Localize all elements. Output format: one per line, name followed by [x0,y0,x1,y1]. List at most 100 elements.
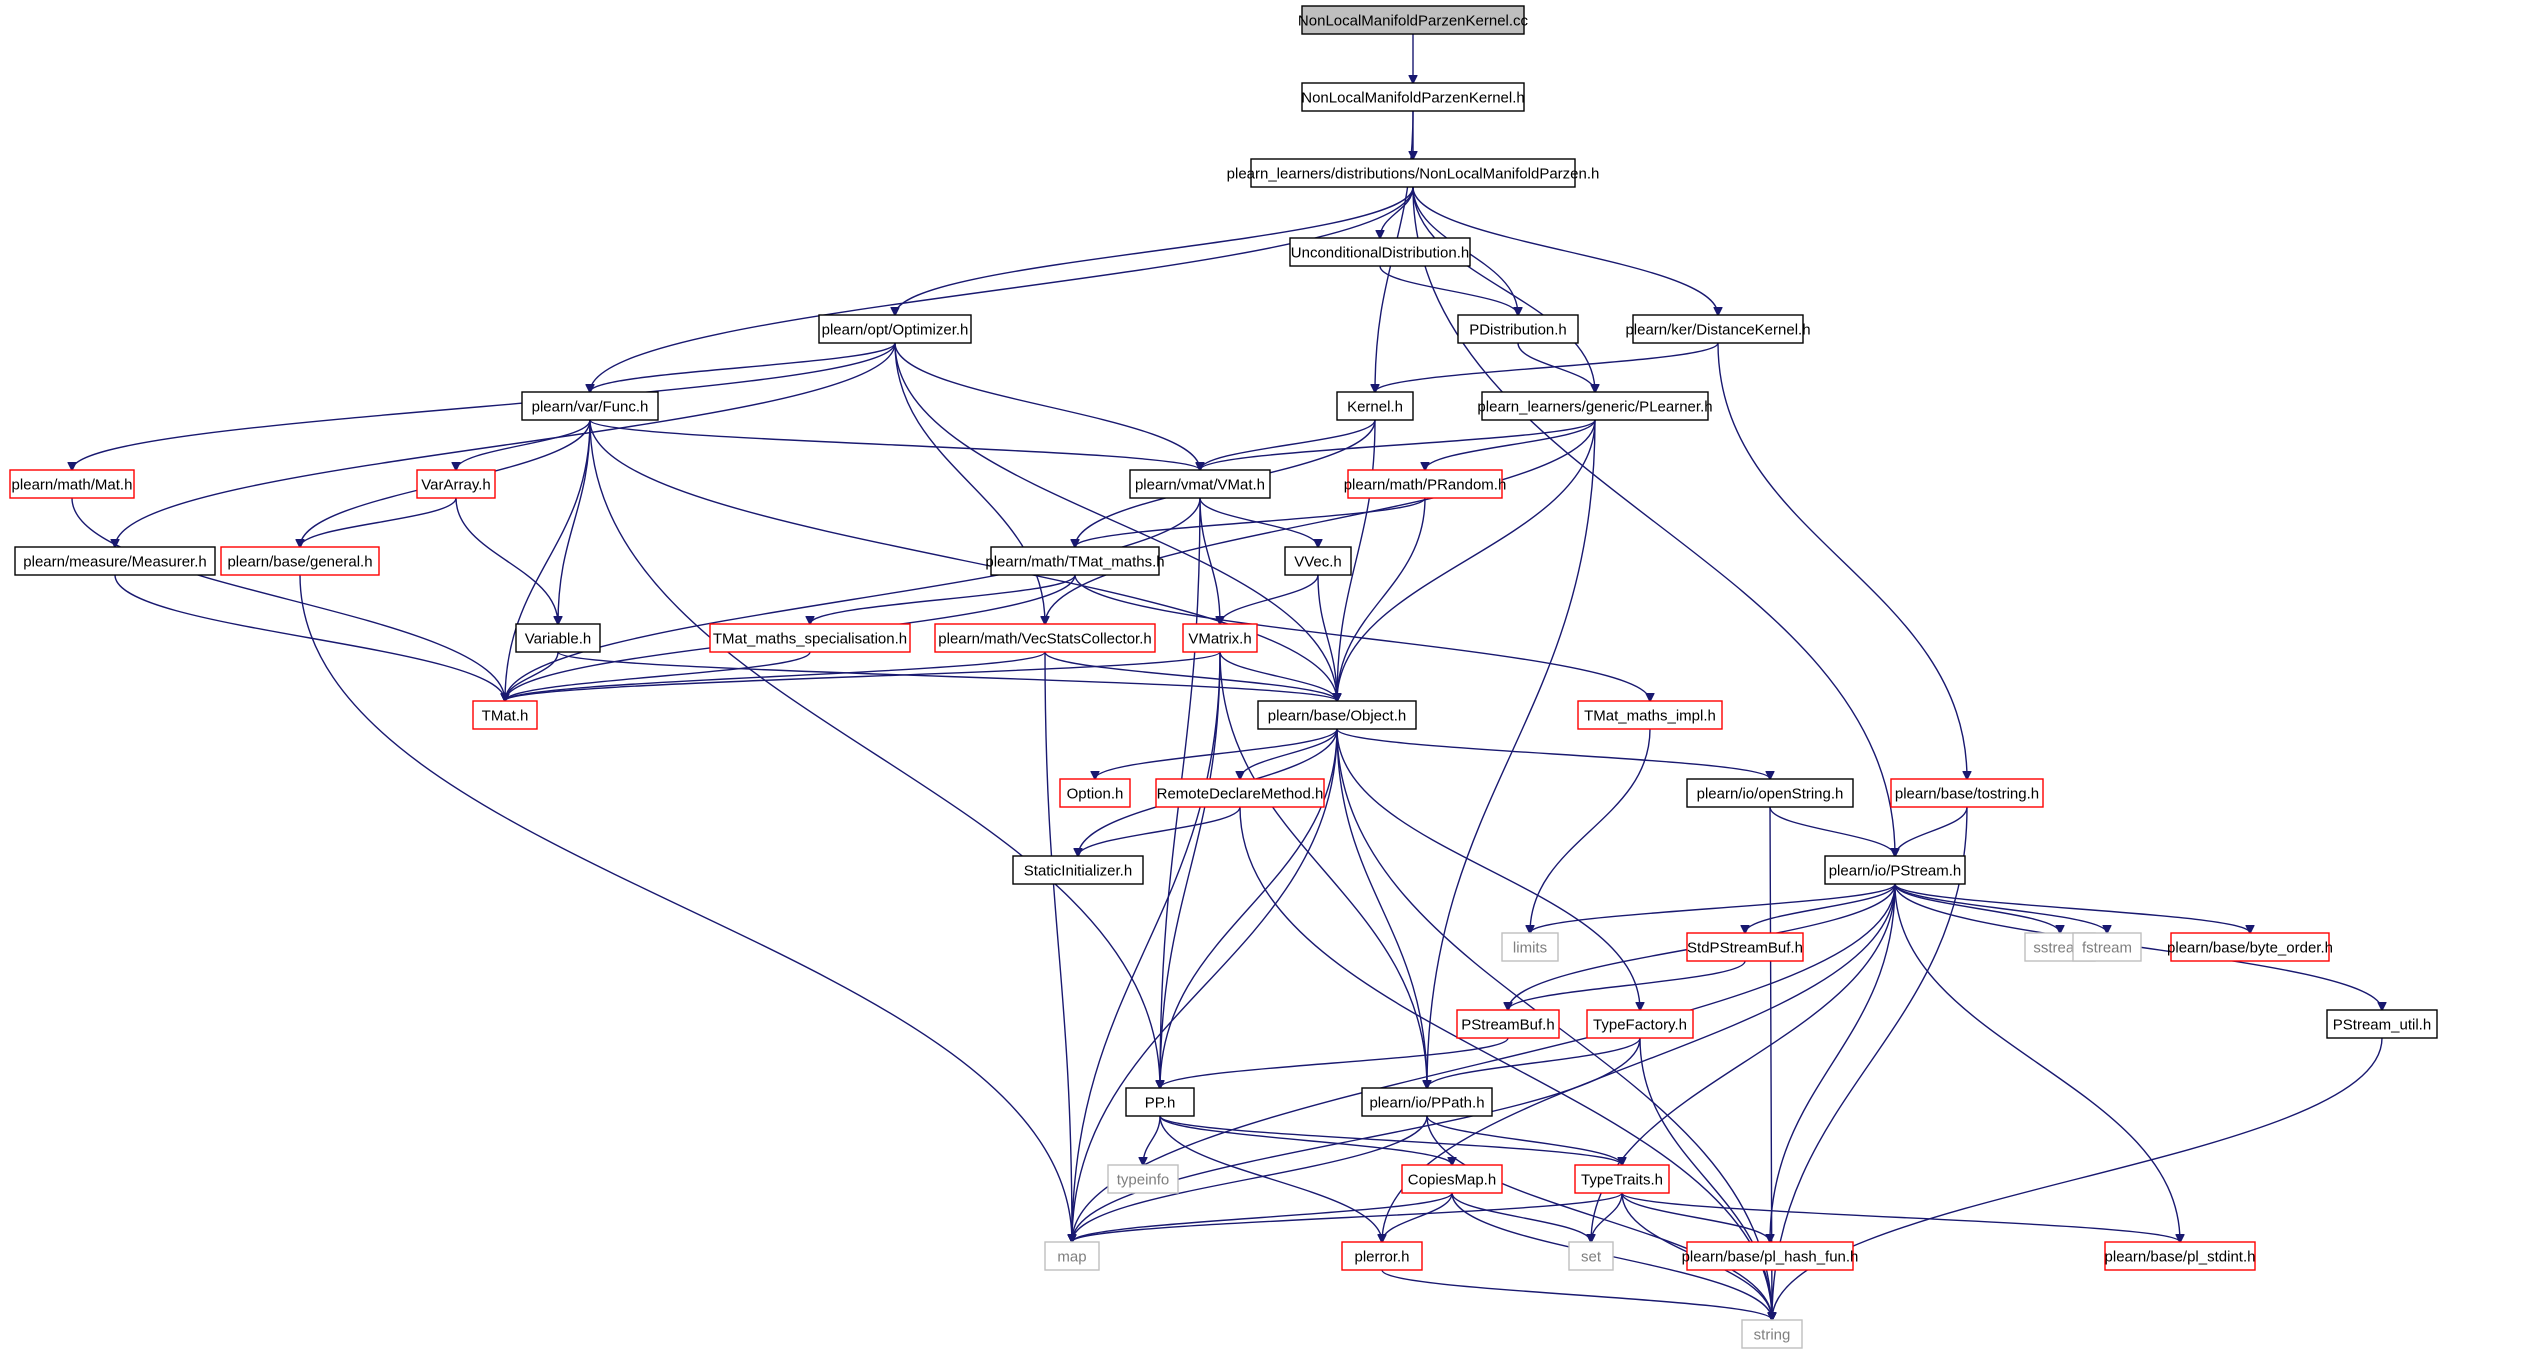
node-typetraits[interactable]: TypeTraits.h [1574,1164,1670,1194]
edge-optimizer-to-vmat [894,342,1200,470]
node-plearner[interactable]: plearn_learners/generic/PLearner.h [1477,391,1713,421]
node-optimizer-box [818,314,972,344]
node-tmatmaths-box [990,546,1160,576]
node-pstreamutil-box [2326,1009,2438,1039]
node-pstreambuf[interactable]: PStreamBuf.h [1456,1009,1560,1039]
node-pp-label: PP.h [1145,1095,1176,1112]
edge-optimizer-to-measurer [115,342,896,547]
node-tmatmaths[interactable]: plearn/math/TMat_maths.h [985,546,1165,576]
edge-func-to-object [589,419,1337,701]
node-hashfun[interactable]: plearn/base/pl_hash_fun.h [1682,1241,1859,1271]
node-measurer[interactable]: plearn/measure/Measurer.h [14,546,216,576]
edge-kernel-to-object [1337,419,1376,701]
node-tmatspec-box [709,623,911,653]
node-remotedecl[interactable]: RemoteDeclareMethod.h [1155,778,1325,808]
node-vmatrix[interactable]: VMatrix.h [1182,623,1258,653]
node-byteorder[interactable]: plearn/base/byte_order.h [2167,932,2333,962]
edge-typetraits-to-stdint [1621,1192,2180,1242]
node-vvec-label: VVec.h [1294,554,1342,571]
edge-pstream-to-fstream [1894,883,2107,933]
node-option[interactable]: Option.h [1059,778,1131,808]
edge-distkernel-to-kernel [1375,342,1719,392]
node-vmat[interactable]: plearn/vmat/VMat.h [1129,469,1271,499]
edge-vararray-to-general [300,497,457,547]
node-typefactory[interactable]: TypeFactory.h [1586,1009,1694,1039]
node-typeinfo-label: typeinfo [1117,1172,1170,1189]
edge-mat-to-tmat [71,497,505,701]
edge-plearner-to-prandom [1425,419,1596,470]
node-hashfun-box [1686,1241,1854,1271]
node-staticinit[interactable]: StaticInitializer.h [1012,855,1144,885]
node-prandom[interactable]: plearn/math/PRandom.h [1344,469,1507,499]
node-hashfun-label: plearn/base/pl_hash_fun.h [1682,1249,1859,1266]
node-vvec[interactable]: VVec.h [1284,546,1352,576]
node-stdpstreambuf[interactable]: StdPStreamBuf.h [1686,932,1804,962]
node-pdist[interactable]: PDistribution.h [1457,314,1579,344]
edge-plerror-to-string [1381,1269,1772,1320]
node-kernel[interactable]: Kernel.h [1336,391,1414,421]
edge-pstream-to-stdint [1894,883,2180,1242]
node-typefactory-label: TypeFactory.h [1593,1017,1687,1034]
node-mat[interactable]: plearn/math/Mat.h [9,469,135,499]
edge-vecstats-to-object [1044,651,1337,701]
node-variable[interactable]: Variable.h [515,623,601,653]
node-tostring[interactable]: plearn/base/tostring.h [1890,778,2044,808]
edge-pstream-to-hashfun [1770,883,1896,1242]
node-limits-label: limits [1513,940,1547,957]
node-tmat-label: TMat.h [482,708,529,725]
node-staticinit-label: StaticInitializer.h [1024,863,1132,880]
node-plerror[interactable]: plerror.h [1341,1241,1423,1271]
node-optimizer[interactable]: plearn/opt/Optimizer.h [818,314,972,344]
node-fstream-box [2072,932,2142,962]
node-variable-label: Variable.h [525,631,591,648]
edge-optimizer-to-vecstats [894,342,1045,624]
node-vararray[interactable]: VarArray.h [416,469,496,499]
node-pstreambuf-box [1456,1009,1560,1039]
node-set-label: set [1581,1249,1602,1266]
node-tmatimpl[interactable]: TMat_maths_impl.h [1577,700,1723,730]
node-map-label: map [1057,1249,1086,1266]
edge-prandom-to-object [1337,497,1426,701]
node-vecstats[interactable]: plearn/math/VecStatsCollector.h [934,623,1156,653]
node-pp[interactable]: PP.h [1125,1087,1195,1117]
node-stdint[interactable]: plearn/base/pl_stdint.h [2104,1241,2256,1271]
node-typefactory-box [1586,1009,1694,1039]
node-pstream[interactable]: plearn/io/PStream.h [1824,855,1966,885]
edge-pstream-to-sstream [1894,883,2060,933]
node-vmat-box [1129,469,1271,499]
node-general[interactable]: plearn/base/general.h [220,546,380,576]
node-ppath[interactable]: plearn/io/PPath.h [1361,1087,1493,1117]
node-uncond-box [1289,237,1471,267]
node-root[interactable]: NonLocalManifoldParzenKernel.cc [1298,5,1529,35]
edge-plearner-to-vmat [1200,419,1596,470]
node-kernel-box [1336,391,1414,421]
node-openstring-box [1686,778,1854,808]
node-uncond[interactable]: UnconditionalDistribution.h [1289,237,1471,267]
node-string-label: string [1754,1327,1791,1344]
node-distkernel[interactable]: plearn/ker/DistanceKernel.h [1625,314,1811,344]
node-nlmp_h[interactable]: plearn_learners/distributions/NonLocalMa… [1227,158,1600,188]
node-distkernel-box [1632,314,1804,344]
node-pstreamutil[interactable]: PStream_util.h [2326,1009,2438,1039]
edge-ppath-to-map [1072,1115,1428,1242]
node-vvec-box [1284,546,1352,576]
edge-distkernel-to-tostring [1717,342,1967,779]
edge-object-to-pp [1160,728,1338,1088]
node-object[interactable]: plearn/base/Object.h [1257,700,1417,730]
node-func[interactable]: plearn/var/Func.h [521,391,659,421]
node-mat-label: plearn/math/Mat.h [12,477,133,494]
node-tmat[interactable]: TMat.h [472,700,538,730]
node-copiesmap[interactable]: CopiesMap.h [1401,1164,1503,1194]
node-tmatspec[interactable]: TMat_maths_specialisation.h [709,623,911,653]
edge-copiesmap-to-map [1072,1192,1453,1242]
edge-general-to-map [299,574,1072,1242]
node-object-box [1257,700,1417,730]
edge-uncond-to-pdist [1379,265,1518,315]
node-remotedecl-box [1155,778,1325,808]
node-plearner-box [1481,391,1709,421]
edge-nlmp_h-to-plearner [1412,186,1595,392]
node-nlmpk_h[interactable]: NonLocalManifoldParzenKernel.h [1301,82,1525,112]
edge-remotedecl-to-string [1239,806,1772,1320]
edge-vvec-to-object [1317,574,1337,701]
node-openstring[interactable]: plearn/io/openString.h [1686,778,1854,808]
